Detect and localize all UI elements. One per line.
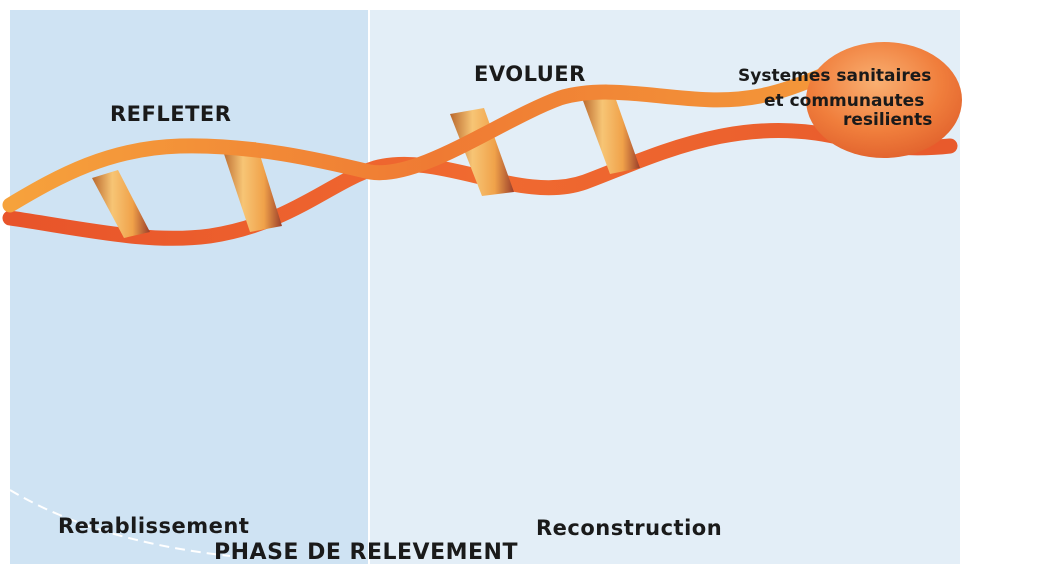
zone-retablissement-label: Retablissement [58, 514, 249, 538]
outcome-line-1: Systemes sanitaires [738, 66, 931, 86]
outcome-line-2: et communautes [764, 91, 924, 111]
phase-title: PHASE DE RELEVEMENT [214, 540, 518, 565]
panel-retablissement [10, 10, 368, 564]
outcome-line-3: resilients [843, 110, 932, 130]
stage-evolve-label: EVOLUER [474, 62, 586, 86]
stage-reflect-label: REFLETER [110, 102, 231, 126]
zone-reconstruction-label: Reconstruction [536, 516, 722, 540]
